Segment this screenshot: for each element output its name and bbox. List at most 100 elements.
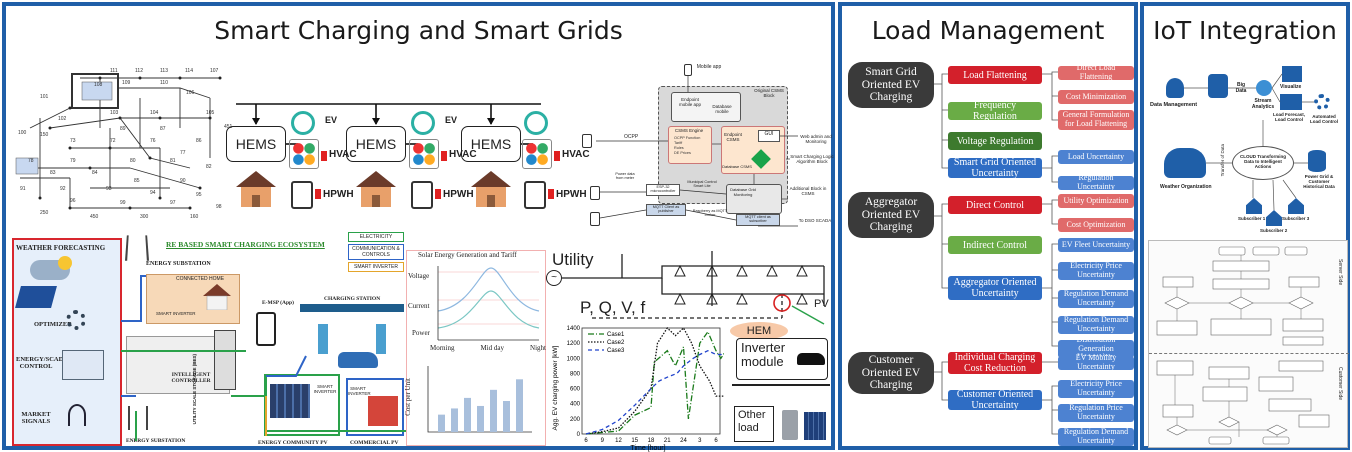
node-number: 160 <box>190 214 199 220</box>
node-number: 80 <box>130 158 136 164</box>
phone-icon <box>256 312 276 346</box>
utility-label: Utility <box>552 250 594 269</box>
utility-feeder-diagram <box>562 251 825 325</box>
engine-line: OCPP Function <box>674 136 701 140</box>
solar-curves <box>437 266 540 341</box>
hems-unit-1: HEMS <box>226 126 286 162</box>
load-management-title: Load Management <box>871 16 1105 45</box>
subscriber1-house-icon <box>1246 198 1262 214</box>
category-node: Voltage Regulation <box>948 132 1042 150</box>
automated-gear-icon <box>1314 94 1330 110</box>
inverter-label: Inverter module <box>741 340 786 369</box>
sub1-label: Subscriber 1 <box>1238 216 1266 221</box>
endpoint-csms-label: Endpoint CSMS <box>724 132 742 142</box>
commercial-building-icon <box>368 396 398 426</box>
category-node: Indirect Control <box>948 236 1042 254</box>
db-csms-label: Database CSMS <box>722 164 752 169</box>
utility-source-icon: ~ <box>546 270 562 286</box>
flowchart-shapes <box>1156 246 1330 445</box>
charger-icon-2 <box>590 186 600 200</box>
legend-electricity: ELECTRICITY <box>348 232 404 242</box>
x-tick-label: 3 <box>698 438 702 444</box>
antenna-icon <box>68 404 86 426</box>
storage-battery-icon <box>214 330 236 390</box>
leaf-node: Cost Optimization <box>1058 218 1134 232</box>
optimizer-label: OPTIMIZER <box>34 321 72 328</box>
hvac-indicator <box>441 151 447 161</box>
gui-label: GUI <box>764 131 774 137</box>
hpwh-label: HPWH <box>443 189 474 200</box>
hpwh-icon <box>524 181 546 209</box>
pv-panel-icon <box>804 412 826 440</box>
node-number: 97 <box>170 200 176 206</box>
node-number: 100 <box>18 130 27 136</box>
mobile-app-label: Mobile app <box>696 64 722 70</box>
stream-label: Stream Analytics <box>1251 98 1275 110</box>
category-node: Load Flattening <box>948 66 1042 84</box>
cost-axis <box>427 366 532 433</box>
substation-tower-bottom <box>128 406 148 430</box>
root-node: Aggregator Oriented EV Charging <box>848 192 934 238</box>
leaf-node: EV Mobility Uncertainty <box>1058 353 1134 371</box>
municipal-label: Municipal Control Smart Lite <box>687 180 717 188</box>
category-node: Direct Control <box>948 196 1042 214</box>
ecosystem-legend: ELECTRICITY COMMUNICATION & CONTROLS SMA… <box>348 232 404 272</box>
node-number: 90 <box>180 178 186 184</box>
leaf-node: Regulation Demand Uncertainty <box>1058 289 1134 308</box>
node-number: 109 <box>122 80 131 86</box>
series-current-label: Current <box>408 302 430 310</box>
node-number: 108 <box>94 82 103 88</box>
x-label-night: Night <box>530 344 546 352</box>
iot-flowchart: Server Side Customer Side <box>1148 240 1349 448</box>
mqtt-publisher-label: MQTT Client as publisher <box>652 205 680 213</box>
y-tick-label: 800 <box>570 371 581 377</box>
house-icon-3 <box>469 169 513 209</box>
charger-icon-1 <box>582 134 592 148</box>
ev-icon <box>524 111 548 135</box>
x-label-midday: Mid day <box>480 344 505 352</box>
node-number: 83 <box>50 170 56 176</box>
node-number: 86 <box>196 138 202 144</box>
web-admin-label: Web admin and Monitoring <box>800 134 832 144</box>
x-tick-label: 24 <box>680 438 687 444</box>
esp-label: ESP-32 microcontroller <box>650 185 676 193</box>
charger-pump-1 <box>318 324 328 354</box>
node-number: 92 <box>60 186 66 192</box>
x-tick-label: 21 <box>664 438 671 444</box>
node-number: 82 <box>206 164 212 170</box>
leaf-node: General Formulation for Load Flattening <box>1058 110 1134 130</box>
node-number: 94 <box>150 190 156 196</box>
appliance-grid-icon <box>409 139 439 169</box>
node-number: 104 <box>150 110 159 116</box>
hpwh-icon <box>291 181 313 209</box>
sub3-label: Subscriber 3 <box>1282 216 1310 221</box>
endpoint-mobile-label: Endpoint mobile app <box>678 97 701 107</box>
leaf-node: Electricity Price Uncertainty <box>1058 261 1134 280</box>
server-side-divider <box>1149 353 1349 354</box>
stream-icon <box>1256 80 1272 96</box>
charger-pump-2 <box>376 324 386 354</box>
gear-icon <box>66 310 86 330</box>
node-number: 102 <box>58 116 67 122</box>
csms-block-label: Original CSMS Block <box>754 88 784 98</box>
db-grid-label: Database Grid Monitoring <box>730 187 756 197</box>
node-number: 113 <box>160 68 168 74</box>
leaf-node: Regulation Price Uncertainty <box>1058 403 1134 422</box>
node-number: 93 <box>106 186 112 192</box>
hpwh-indicator <box>548 189 554 199</box>
node-number: 99 <box>120 200 126 206</box>
node-number: 150 <box>40 132 49 138</box>
hem-label: HEM <box>746 325 772 337</box>
x-tick-label: 9 <box>601 438 605 444</box>
node-number: 114 <box>185 68 193 74</box>
hems-unit-3: HEMS <box>461 126 521 162</box>
ocpp-label: OCPP <box>624 134 639 140</box>
node-number: 91 <box>20 186 26 192</box>
weather-label: WEATHER FORECASTING <box>16 244 106 252</box>
series-power-label: Power <box>412 329 430 337</box>
iot-top-connectors <box>1184 73 1314 211</box>
other-load-label: Other load <box>738 409 766 434</box>
grid-db-block <box>726 184 782 214</box>
cost-bar <box>477 405 484 432</box>
